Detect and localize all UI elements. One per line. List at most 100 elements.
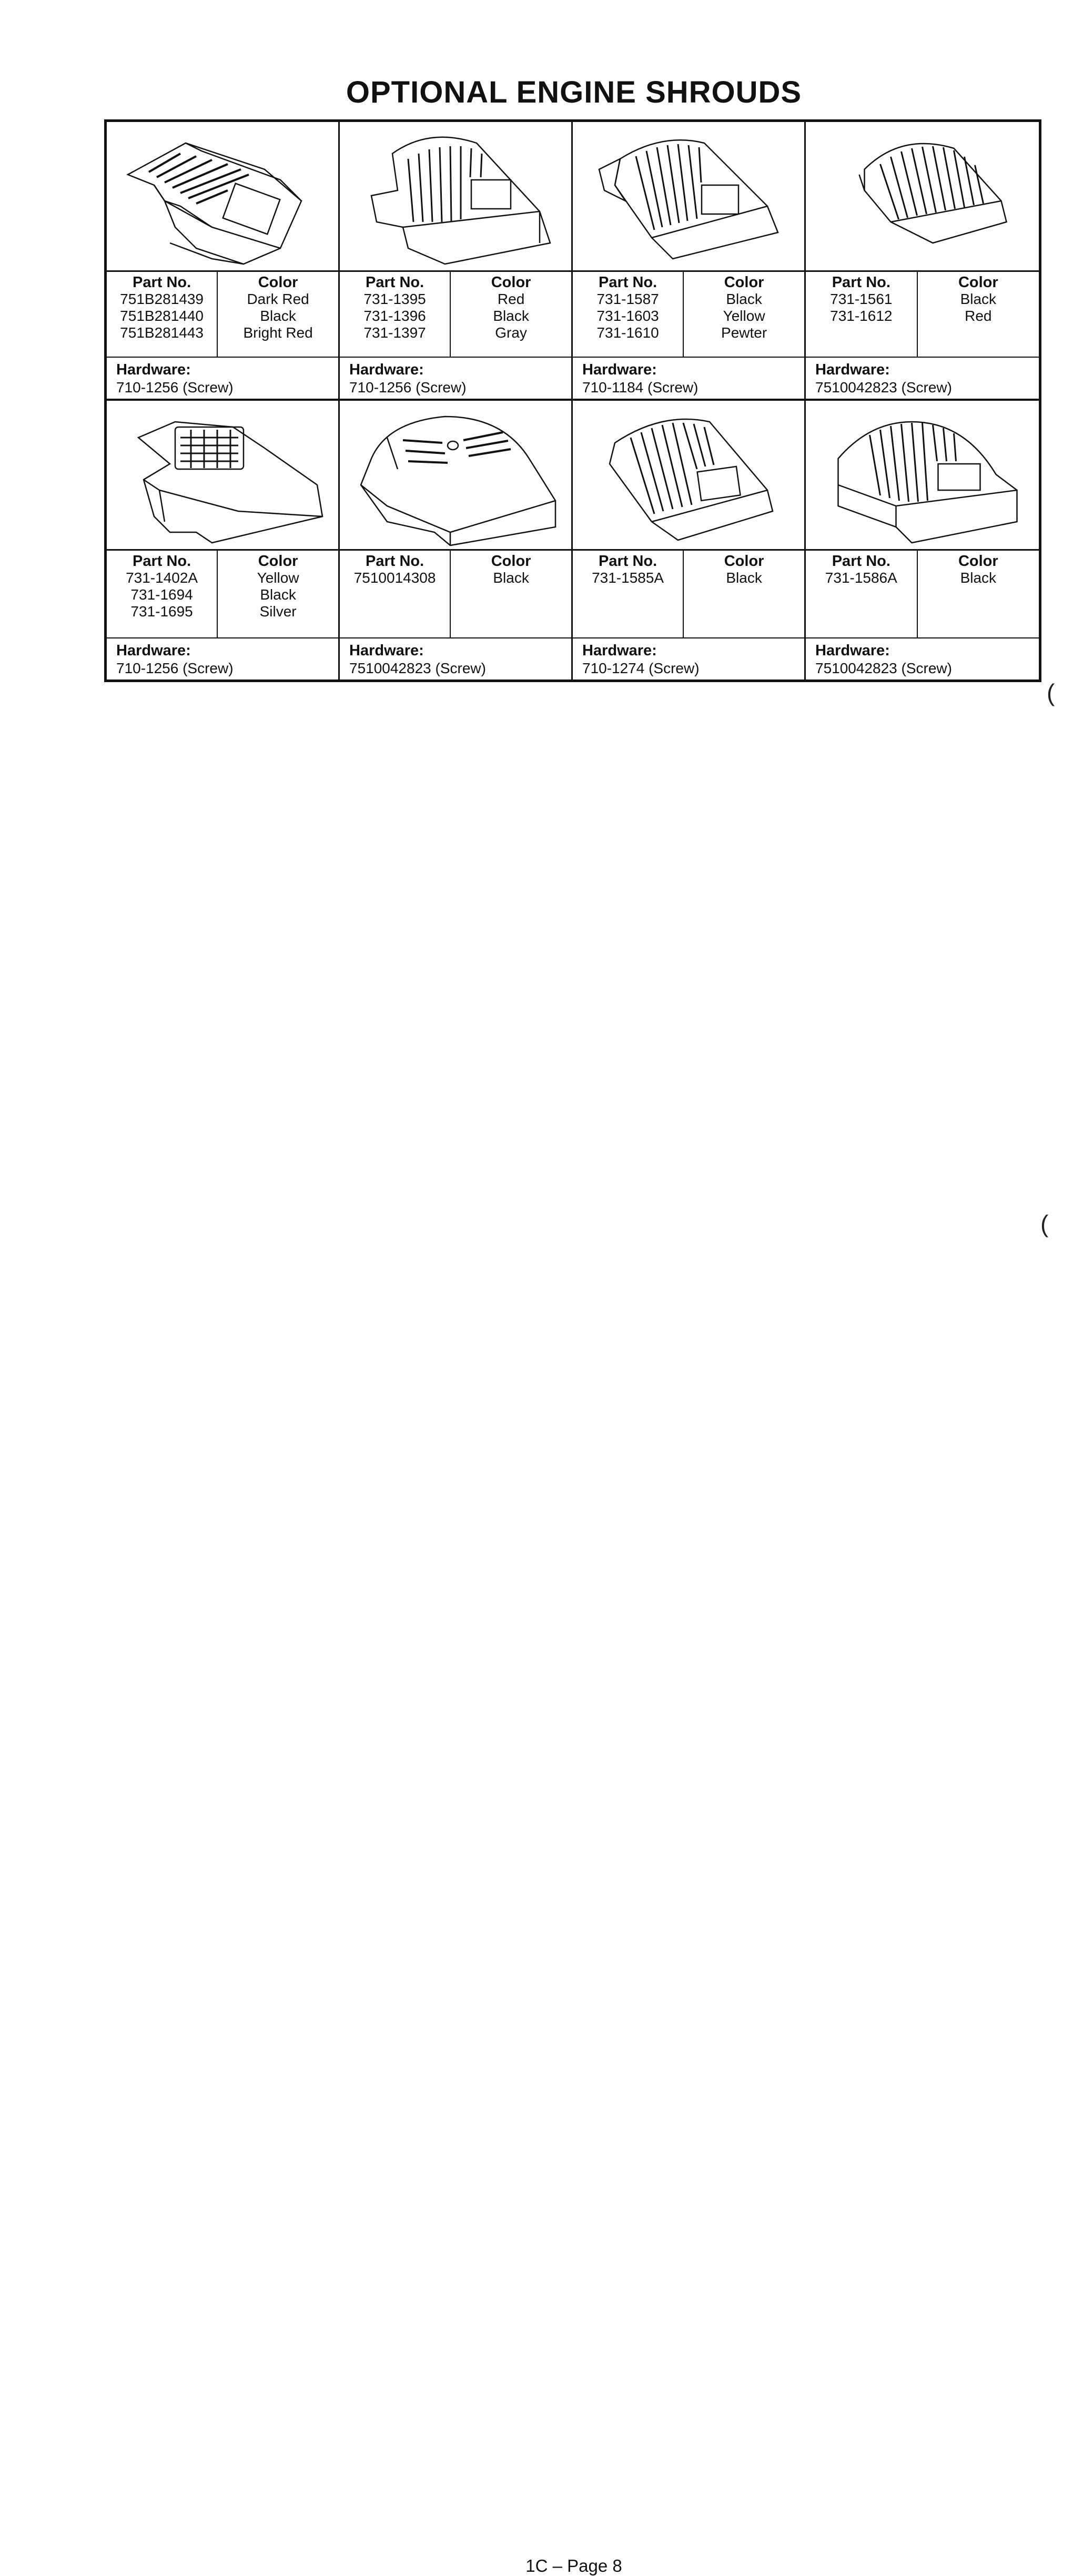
page-number: 1C – Page 8 [525, 2556, 622, 2575]
color-value [451, 586, 571, 603]
hardware-value: 7510042823 (Screw) [815, 379, 952, 395]
parts-table: Part No. 731-1395 731-1396 731-1397 Colo… [340, 272, 571, 358]
engine-shroud-drawing-icon [107, 122, 338, 272]
shroud-cell: Part No. 731-1585A Color Black Hardware:… [573, 401, 806, 680]
color-value: Black [493, 308, 529, 324]
part-number: 731-1402A [126, 570, 198, 586]
color-column: Color Black [451, 551, 571, 637]
shroud-cell: Part No. 751B281439 751B281440 751B28144… [107, 122, 340, 401]
part-no-header: Part No. [133, 553, 191, 570]
parts-table: Part No. 731-1587 731-1603 731-1610 Colo… [573, 272, 804, 358]
hardware-label: Hardware: [349, 642, 424, 659]
hardware-value: 710-1256 (Screw) [116, 379, 234, 395]
shroud-sketch-1 [126, 142, 302, 265]
shroud-sketch-8 [837, 421, 1018, 544]
color-value: Black [260, 586, 296, 603]
hardware-label: Hardware: [582, 361, 657, 378]
part-number [340, 603, 450, 620]
part-number: 731-1610 [596, 324, 659, 341]
color-value: Gray [495, 324, 527, 341]
engine-shroud-drawing-icon [573, 401, 804, 551]
part-number [806, 603, 917, 620]
color-value: Black [260, 308, 296, 324]
hardware-value: 7510042823 (Screw) [349, 660, 486, 676]
part-number: 731-1612 [830, 308, 893, 324]
color-value [451, 603, 571, 620]
color-column: Color Yellow Black Silver [218, 551, 338, 637]
color-header: Color [724, 553, 764, 570]
color-value [918, 586, 1039, 603]
parts-table: Part No. 731-1402A 731-1694 731-1695 Col… [107, 551, 338, 638]
color-value [918, 324, 1039, 341]
hardware-value: 710-1184 (Screw) [582, 379, 699, 395]
color-value: Silver [259, 603, 297, 620]
shroud-cell: Part No. 731-1587 731-1603 731-1610 Colo… [573, 122, 806, 401]
hardware-section: Hardware: 710-1184 (Screw) [573, 358, 804, 399]
engine-shroud-drawing-icon [806, 401, 1039, 551]
hardware-label: Hardware: [815, 361, 890, 378]
hardware-label: Hardware: [582, 642, 657, 659]
part-number-column: Part No. 731-1585A [573, 551, 684, 637]
page-title: OPTIONAL ENGINE SHROUDS [346, 75, 802, 109]
color-column: Color Black Yellow Pewter [684, 272, 804, 357]
shroud-sketch-3 [598, 139, 779, 260]
color-value: Pewter [721, 324, 767, 341]
hardware-section: Hardware: 710-1274 (Screw) [573, 638, 804, 680]
engine-shroud-drawing-icon [340, 401, 571, 551]
parts-table: Part No. 731-1561 731-1612 Color Black R… [806, 272, 1039, 358]
part-number: 731-1585A [592, 570, 664, 586]
part-number: 731-1586A [825, 570, 897, 586]
color-value: Yellow [723, 308, 765, 324]
color-header: Color [258, 553, 298, 570]
part-number: 731-1396 [363, 308, 426, 324]
color-header: Color [491, 274, 531, 291]
engine-shroud-drawing-icon [806, 122, 1039, 272]
engine-shroud-drawing-icon [573, 122, 804, 272]
color-value [684, 603, 804, 620]
shroud-cell: Part No. 731-1402A 731-1694 731-1695 Col… [107, 401, 340, 680]
hardware-section: Hardware: 7510042823 (Screw) [806, 358, 1039, 399]
hardware-label: Hardware: [815, 642, 890, 659]
part-number-column: Part No. 731-1395 731-1396 731-1397 [340, 272, 451, 357]
part-number: 731-1694 [130, 586, 193, 603]
part-number-column: Part No. 7510014308 [340, 551, 451, 637]
part-no-header: Part No. [832, 553, 890, 570]
hardware-value: 710-1256 (Screw) [116, 660, 234, 676]
shroud-cell: Part No. 731-1561 731-1612 Color Black R… [806, 122, 1039, 401]
color-value [918, 603, 1039, 620]
color-column: Color Black [684, 551, 804, 637]
part-number-column: Part No. 731-1402A 731-1694 731-1695 [107, 551, 218, 637]
color-value: Black [493, 570, 529, 586]
shroud-sketch-4 [858, 143, 1008, 244]
color-header: Color [724, 274, 764, 291]
color-value: Red [965, 308, 992, 324]
color-value: Yellow [257, 570, 299, 586]
part-no-header: Part No. [366, 274, 424, 291]
hardware-label: Hardware: [116, 642, 191, 659]
footer-area: 1C – Page 8 [0, 1273, 1073, 2575]
hardware-section: Hardware: 710-1256 (Screw) [107, 358, 338, 399]
hardware-label: Hardware: [116, 361, 191, 378]
part-number-column: Part No. 751B281439 751B281440 751B28144… [107, 272, 218, 357]
hardware-value: 710-1256 (Screw) [349, 379, 467, 395]
part-number: 751B281439 [120, 291, 204, 307]
color-value: Red [497, 291, 525, 307]
color-header: Color [958, 553, 998, 570]
part-no-header: Part No. [599, 274, 657, 291]
part-number: 7510014308 [353, 570, 436, 586]
parts-table: Part No. 731-1585A Color Black [573, 551, 804, 638]
part-number [573, 586, 683, 603]
part-number: 731-1395 [363, 291, 426, 307]
hardware-section: Hardware: 7510042823 (Screw) [340, 638, 571, 680]
color-value: Black [726, 570, 762, 586]
part-number [340, 586, 450, 603]
color-value [684, 586, 804, 603]
color-value: Black [960, 291, 997, 307]
color-header: Color [258, 274, 298, 291]
shroud-cell: Part No. 731-1395 731-1396 731-1397 Colo… [340, 122, 573, 401]
engine-shroud-drawing-icon [107, 401, 338, 551]
color-header: Color [958, 274, 998, 291]
shroud-table: Part No. 751B281439 751B281440 751B28144… [104, 119, 1041, 682]
color-value: Black [726, 291, 762, 307]
color-column: Color Red Black Gray [451, 272, 571, 357]
